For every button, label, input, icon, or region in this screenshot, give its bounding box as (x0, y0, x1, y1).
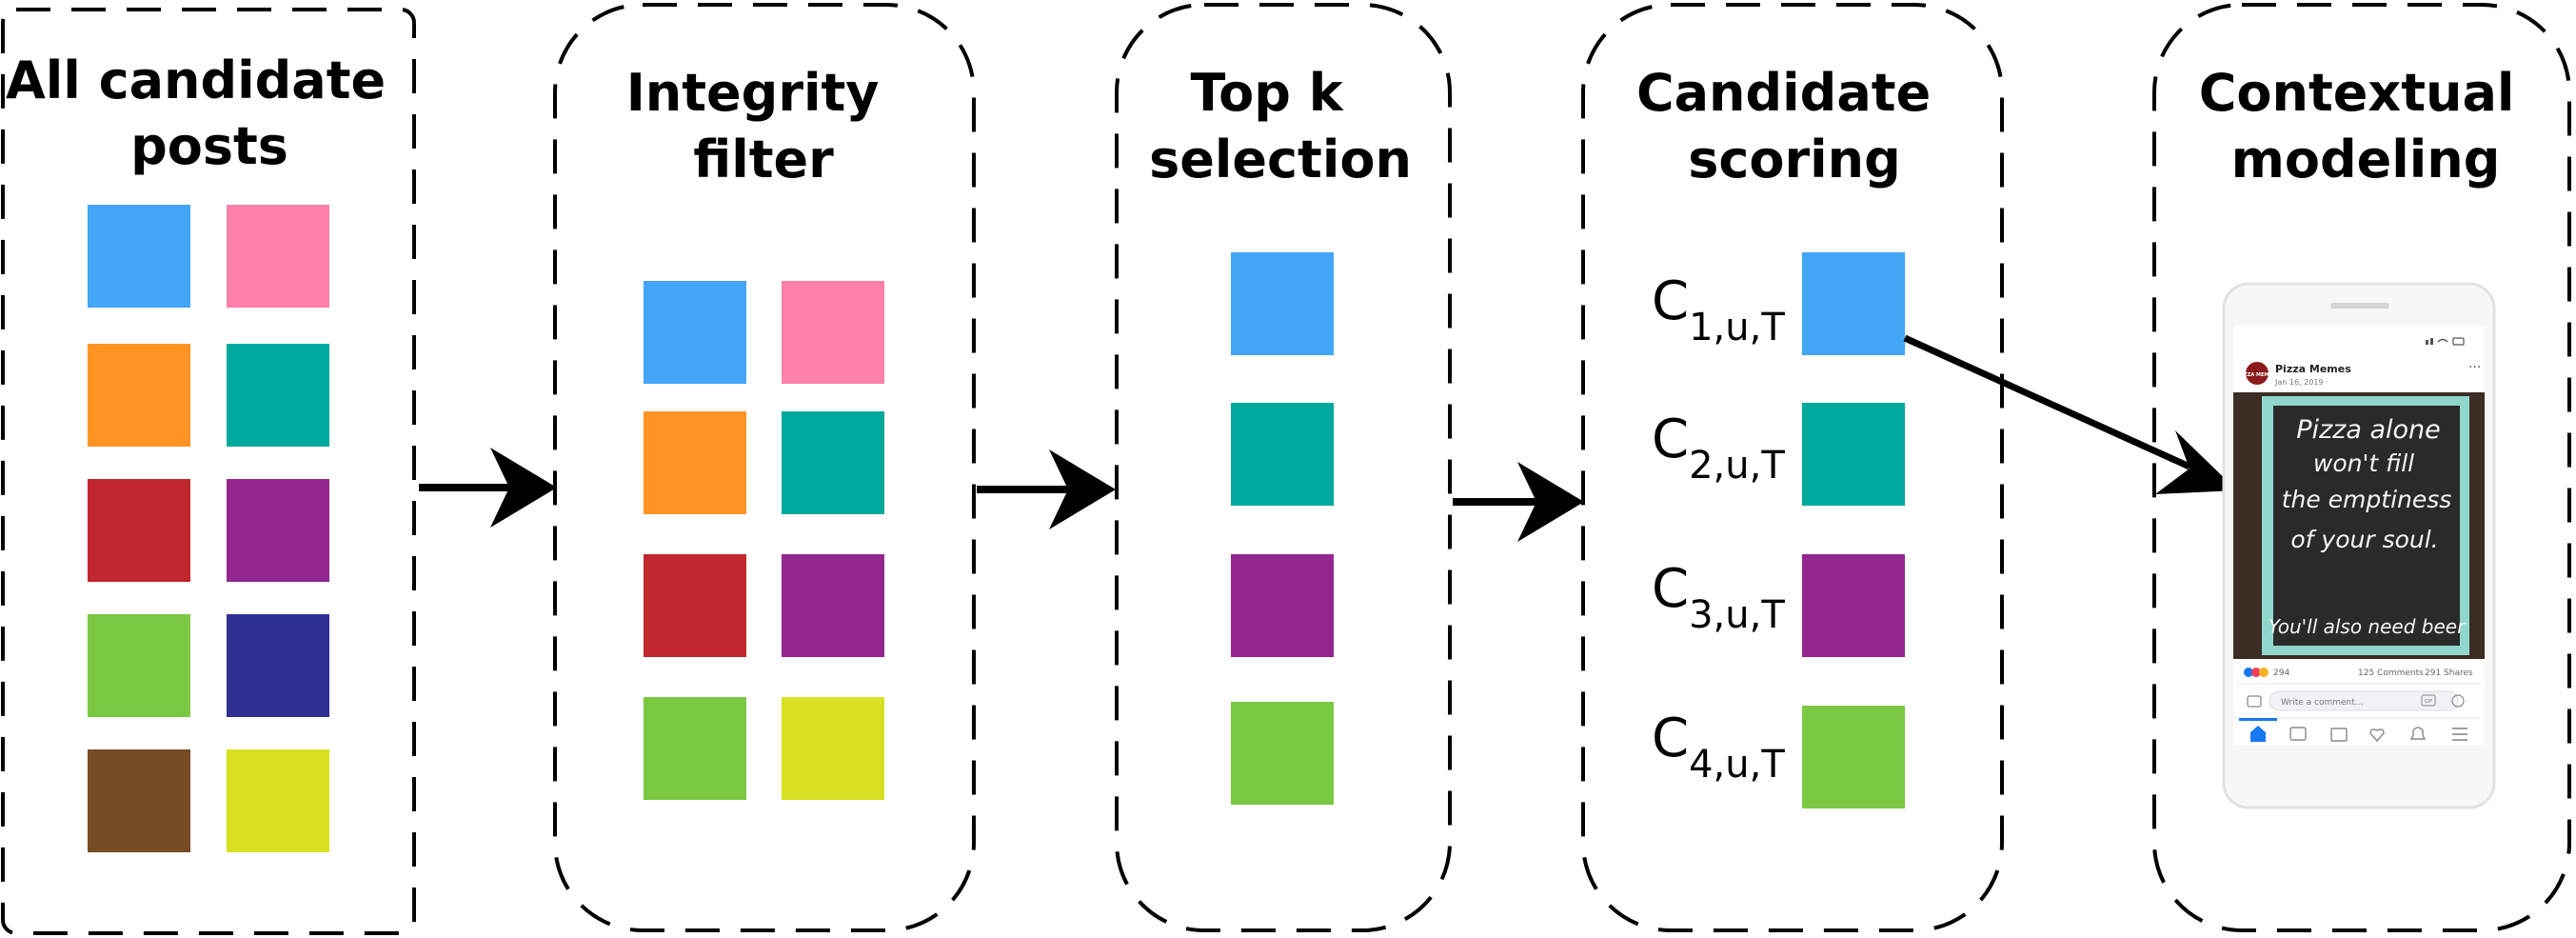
chalk-line: You'll also need beer (2269, 615, 2467, 638)
signal-icon (2430, 338, 2433, 345)
marketplace-icon[interactable] (2330, 728, 2348, 742)
chalk-line: of your soul. (2290, 526, 2438, 553)
post-square (782, 697, 884, 800)
watch-icon[interactable] (2289, 727, 2307, 741)
post-square (1231, 252, 1334, 355)
score-label: C4,u,T (1652, 708, 1785, 787)
post-square (88, 479, 190, 582)
home-icon[interactable] (2250, 726, 2266, 742)
battery-icon (2452, 337, 2465, 346)
post-square (1802, 554, 1905, 657)
post-square (644, 554, 746, 657)
gif-icon[interactable] (2421, 694, 2436, 707)
phone-speaker (2330, 303, 2389, 309)
page-name: Pizza Memes (2275, 363, 2351, 375)
post-square (227, 614, 329, 717)
stage-box-candidate-scoring (1581, 3, 2004, 932)
post-square (782, 411, 884, 514)
page-avatar (2246, 362, 2269, 385)
comment-count[interactable]: 125 Comments (2358, 669, 2424, 678)
status-bar (2426, 337, 2465, 346)
nav-active-indicator (2239, 718, 2277, 721)
stage-title-all-posts: All candidate posts (6, 50, 404, 176)
post-square (782, 554, 884, 657)
stage-title-top-k: Top k selection (1149, 63, 1412, 190)
chalkboard (2273, 406, 2460, 646)
post-square (1802, 252, 1905, 355)
post-square (782, 281, 884, 384)
post-square (88, 344, 190, 447)
post-square (88, 614, 190, 717)
filtered-posts-grid (644, 281, 884, 800)
chalk-line: won't fill (2313, 449, 2414, 477)
post-square (1231, 554, 1334, 657)
stage-title-contextual-modeling: Contextual modeling (2199, 63, 2532, 190)
post-square (227, 749, 329, 852)
post-square (1231, 702, 1334, 805)
topk-posts-column (1231, 252, 1334, 805)
stage-box-contextual-modeling (2152, 3, 2571, 932)
score-label: C1,u,T (1652, 270, 1785, 349)
phone-mockup: PIZZA MEMES Pizza Memes Jan 16, 2019 · ·… (2222, 282, 2496, 809)
post-square (88, 749, 190, 852)
score-label: C2,u,T (1652, 409, 1785, 488)
stage-title-candidate-scoring: Candidate scoring (1636, 63, 1949, 190)
notifications-bell-icon[interactable] (2409, 727, 2427, 740)
arrow-all-to-filter (419, 448, 557, 528)
scored-posts-column: C1,u,T C2,u,T C3,u,T C4,u,T (1652, 252, 1905, 808)
comment-input[interactable] (2269, 690, 2459, 711)
emoji-icon[interactable] (2451, 694, 2465, 708)
post-square (644, 697, 746, 800)
post-square (1231, 403, 1334, 506)
dating-heart-icon[interactable] (2369, 728, 2385, 743)
arrow-scoring-to-phone (1903, 334, 2237, 494)
camera-icon[interactable] (2247, 695, 2262, 708)
post-square (644, 281, 746, 384)
chalk-line: the emptiness (2282, 486, 2452, 513)
post-square (227, 205, 329, 308)
share-count[interactable]: 291 Shares (2425, 669, 2473, 678)
menu-icon[interactable] (2452, 728, 2467, 741)
post-square (1802, 706, 1905, 808)
wifi-icon (2437, 338, 2448, 343)
stage-box-all-posts (1, 8, 416, 935)
score-label: C3,u,T (1652, 558, 1785, 637)
post-image-text: Pizza alone won't fill the emptiness of … (2269, 415, 2467, 638)
arrow-topk-to-scoring (1453, 462, 1584, 542)
arrow-filter-to-topk (977, 449, 1116, 529)
haha-reaction-icon (2259, 668, 2269, 677)
signal-icon (2426, 340, 2428, 345)
comment-input-placeholder: Write a comment... (2281, 698, 2363, 708)
like-reaction-icon (2244, 668, 2253, 677)
stage-title-integrity-filter: Integrity filter (626, 63, 898, 190)
love-reaction-icon (2251, 668, 2261, 677)
post-square (227, 344, 329, 447)
post-square (644, 411, 746, 514)
gif-icon-label: GIF (2425, 699, 2432, 705)
bottom-nav (2239, 718, 2467, 743)
post-square (227, 479, 329, 582)
post-square (1802, 403, 1905, 506)
reaction-count: 294 (2273, 669, 2289, 678)
stage-box-top-k (1115, 3, 1452, 932)
stage-box-integrity-filter (553, 3, 976, 932)
all-posts-grid (88, 205, 329, 852)
chalk-line: Pizza alone (2296, 415, 2441, 445)
post-square (88, 205, 190, 308)
post-date: Jan 16, 2019 · (2274, 378, 2328, 387)
page-avatar-logo: PIZZA MEMES (2239, 372, 2276, 378)
more-options-icon[interactable]: ··· (2468, 360, 2481, 375)
